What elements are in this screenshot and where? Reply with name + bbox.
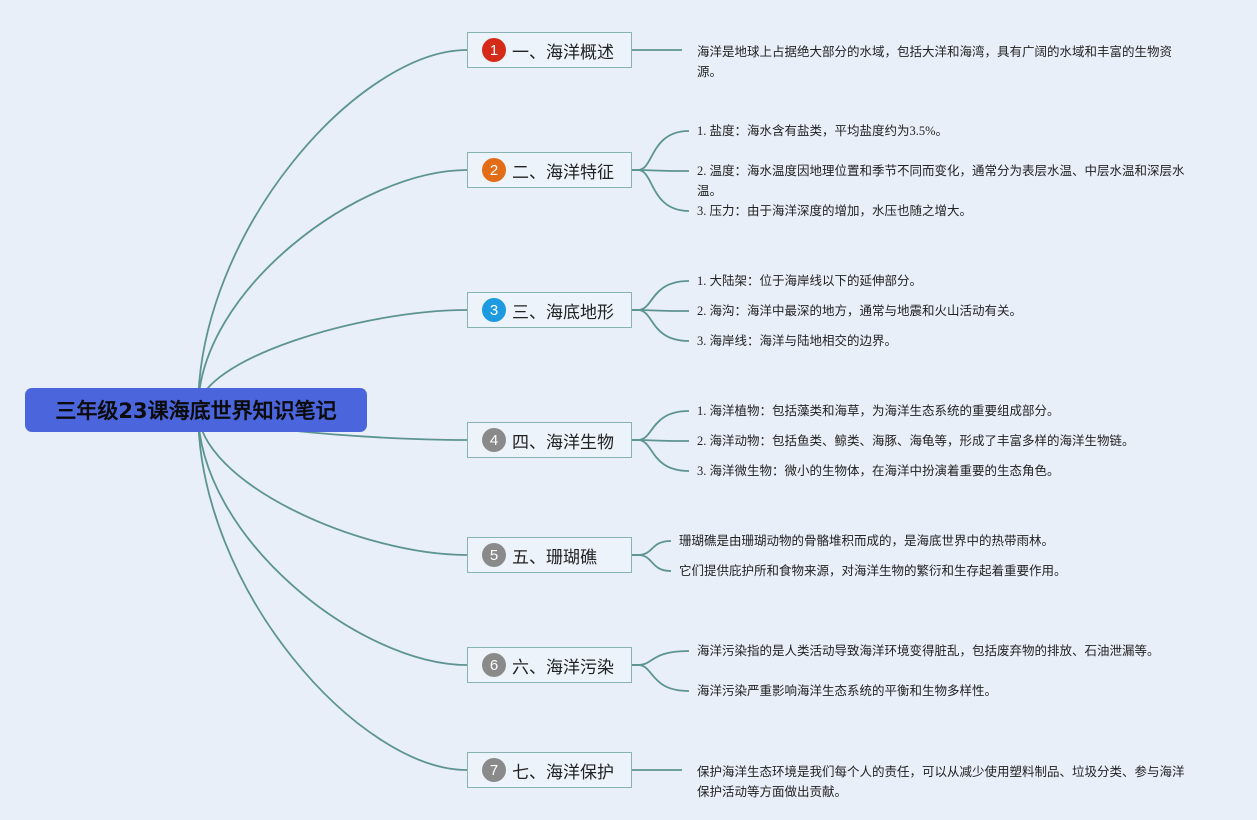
number-badge-icon: 6	[482, 653, 506, 677]
branch-topic-7[interactable]: 7 七、海洋保护	[467, 752, 632, 788]
leaf-connector	[632, 130, 690, 171]
subtopic-text[interactable]: 3. 海岸线：海洋与陆地相交的边界。	[697, 334, 898, 348]
subtopic-text[interactable]: 珊瑚礁是由珊瑚动物的骨骼堆积而成的，是海底世界中的热带雨林。	[679, 534, 1055, 548]
branch-topic-label: 四、海洋生物	[512, 432, 614, 453]
central-topic-label: 三年级23课海底世界知识笔记	[55, 399, 337, 423]
subtopic-text[interactable]: 2. 海洋动物：包括鱼类、鲸类、海豚、海龟等，形成了丰富多样的海洋生物链。	[697, 434, 1135, 448]
subtopic-text[interactable]: 3. 压力：由于海洋深度的增加，水压也随之增大。	[697, 204, 973, 218]
subtopic-text[interactable]: 它们提供庇护所和食物来源，对海洋生物的繁衍和生存起着重要作用。	[679, 564, 1067, 578]
leaf-connector	[632, 554, 672, 572]
subtopic-text[interactable]: 2. 海沟：海洋中最深的地方，通常与地震和火山活动有关。	[697, 304, 1023, 318]
branch-topic-label: 五、珊瑚礁	[512, 547, 597, 568]
number-badge-icon: 4	[482, 428, 506, 452]
leaf-connector	[632, 540, 672, 556]
branch-topic-4[interactable]: 4 四、海洋生物	[467, 422, 632, 458]
subtopic-text[interactable]: 保护海洋生态环境是我们每个人的责任，可以从减少使用塑料制品、垃圾分类、参与海洋保…	[697, 765, 1185, 799]
number-badge-icon: 3	[482, 298, 506, 322]
branch-topic-1[interactable]: 1 一、海洋概述	[467, 32, 632, 68]
subtopic-text[interactable]: 海洋污染严重影响海洋生态系统的平衡和生物多样性。	[697, 684, 998, 698]
subtopic-text[interactable]: 1. 盐度：海水含有盐类，平均盐度约为3.5%。	[697, 124, 949, 138]
branch-topic-label: 六、海洋污染	[512, 657, 614, 678]
leaf-connector	[632, 410, 690, 441]
branch-topic-label: 一、海洋概述	[512, 42, 614, 63]
number-badge-icon: 7	[482, 758, 506, 782]
subtopic-text[interactable]: 2. 温度：海水温度因地理位置和季节不同而变化，通常分为表层水温、中层水温和深层…	[697, 164, 1185, 198]
branch-connector	[197, 409, 468, 666]
branch-topic-5[interactable]: 5 五、珊瑚礁	[467, 537, 632, 573]
central-topic[interactable]: 三年级23课海底世界知识笔记	[25, 388, 367, 432]
subtopic-text[interactable]: 海洋污染指的是人类活动导致海洋环境变得脏乱，包括废弃物的排放、石油泄漏等。	[697, 644, 1160, 658]
subtopic-text[interactable]: 海洋是地球上占据绝大部分的水域，包括大洋和海湾，具有广阔的水域和丰富的生物资源。	[697, 45, 1173, 79]
leaf-connector	[632, 309, 690, 342]
branch-connector	[197, 409, 468, 771]
branch-topic-2[interactable]: 2 二、海洋特征	[467, 152, 632, 188]
branch-connector	[197, 169, 468, 411]
branch-connector	[197, 409, 468, 556]
branch-topic-label: 二、海洋特征	[512, 162, 614, 183]
branch-connector	[197, 49, 468, 411]
leaf-connector	[632, 650, 690, 666]
branch-topic-label: 三、海底地形	[512, 302, 614, 323]
leaf-connector	[632, 280, 690, 311]
leaf-connector	[632, 169, 690, 212]
branch-topic-label: 七、海洋保护	[512, 762, 614, 783]
number-badge-icon: 1	[482, 38, 506, 62]
number-badge-icon: 5	[482, 543, 506, 567]
branch-topic-3[interactable]: 3 三、海底地形	[467, 292, 632, 328]
leaf-connector	[632, 664, 690, 692]
branch-topic-6[interactable]: 6 六、海洋污染	[467, 647, 632, 683]
subtopic-text[interactable]: 1. 大陆架：位于海岸线以下的延伸部分。	[697, 274, 923, 288]
subtopic-text[interactable]: 1. 海洋植物：包括藻类和海草，为海洋生态系统的重要组成部分。	[697, 404, 1060, 418]
leaf-connector	[632, 439, 690, 472]
number-badge-icon: 2	[482, 158, 506, 182]
subtopic-text[interactable]: 3. 海洋微生物：微小的生物体，在海洋中扮演着重要的生态角色。	[697, 464, 1060, 478]
